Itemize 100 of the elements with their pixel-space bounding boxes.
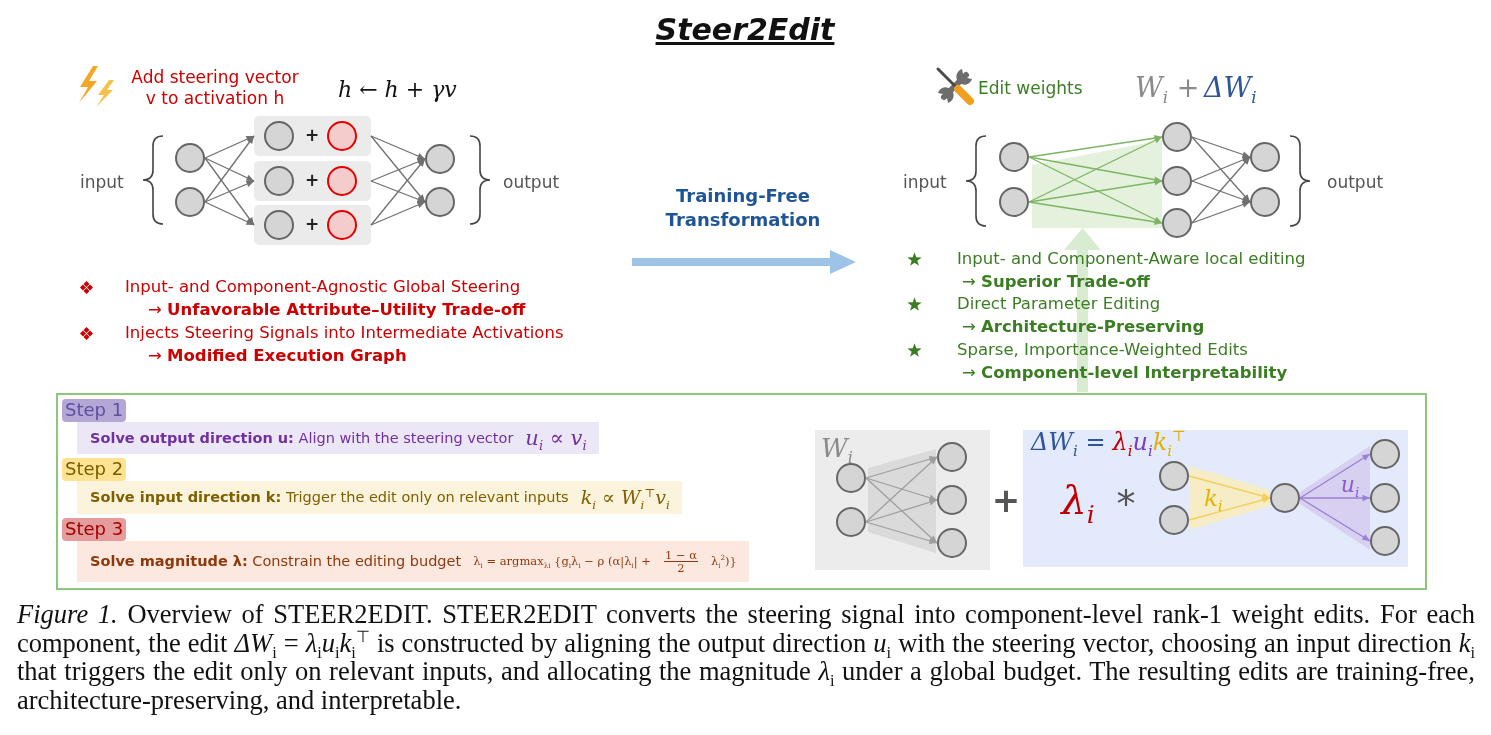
step-label: Step 3 [65,519,124,540]
formula: k$_{i}$ ∝ W$_{i}$$^{⊤}$v$_{i}$ [580,486,670,509]
neuron-circle [836,463,866,493]
math-symbol: k$_{i}$ [1204,486,1223,510]
neuron-circle [264,210,294,240]
neuron-circle [1250,142,1280,172]
neuron-circle [836,507,866,537]
neuron-circle [1162,122,1192,152]
arrow [1299,453,1371,499]
neuron-circle [327,166,357,196]
bullet-text: Input- and Component-Agnostic Global Steering [125,277,521,297]
step-description: Solve magnitude λ: Constrain the editing budget [90,553,462,570]
arrow [1028,156,1163,183]
formula: λ$_{i}$$^{2}$)} [710,554,737,569]
formula: h ← h + γv [338,76,457,104]
plus-sign: + [991,483,1021,517]
arrow-caption: Training-Free Transformation [664,184,822,232]
arrow [204,157,255,226]
arrow [1188,496,1271,521]
arrow [1299,494,1371,502]
arrow [370,158,426,226]
arrow [204,135,255,159]
plus-sign: + [304,171,320,191]
arrow [865,477,938,544]
formula: 2 [676,562,686,575]
arrow [204,157,255,182]
formula-term: u$_{i}$ [1132,429,1153,457]
neuron-circle [175,187,205,217]
neuron-circle [327,210,357,240]
neuron-circle [1159,461,1189,491]
neuron-circle [1250,187,1280,217]
arrow [1191,156,1251,224]
neuron-circle [1370,483,1400,513]
layer-label: output [503,171,560,193]
formula-term: ΔW$_{i}$ = [1031,429,1106,457]
method-panel [56,393,1427,590]
step-label: Step 1 [65,400,124,421]
layer-label: input [903,171,947,193]
plus-sign: + [304,126,320,146]
arrow [1299,497,1371,542]
bullet-result: → Modified Execution Graph [148,346,407,366]
neuron-circle [999,187,1029,217]
diagram-title: Steer2Edit [655,12,835,48]
arrow [1028,178,1163,203]
arrow [1191,136,1251,158]
step-description: Solve output direction u: Align with the steering vector [90,429,514,447]
plus-sign: + [304,215,320,235]
neuron-circle [264,166,294,196]
neuron-circle [999,142,1029,172]
arrow [1028,136,1163,203]
arrow [865,521,938,544]
neuron-circle [1370,526,1400,556]
arrow [370,180,426,203]
arrow [204,201,255,226]
arrow [1191,136,1251,203]
neuron-circle [1370,439,1400,469]
neuron-circle [1159,505,1189,535]
arrow [204,180,255,203]
formula: λ$_{i}$ = argmax$_{λi}$ {g$_{i}$λ$_{i}$ − ρ (α|λ$_{i}$| + [473,554,651,569]
neuron-circle [425,144,455,174]
arrow [1028,201,1163,226]
neuron-circle [937,528,967,558]
formula: u$_{i}$ ∝ v$_{i}$ [525,425,587,451]
hidden-layer-panel [254,116,371,156]
hidden-layer-panel [254,161,371,201]
step-row [77,481,682,514]
formula-term: λ$_{i}$ [1112,429,1133,457]
layer-label: input [80,171,124,193]
formula: W$_{i}$ [821,435,853,461]
arrow [865,456,938,479]
neuron-circle [1162,208,1192,238]
math-symbol: u$_{i}$ [1340,474,1360,496]
annotation-text: Edit weights [978,77,1083,99]
neuron-circle [264,121,294,151]
step-row [77,541,749,582]
neuron-circle [937,442,967,472]
arrow [1191,201,1251,224]
arrow [370,201,426,226]
formula: W$_{i}$ + [1135,71,1200,105]
step-row [77,422,599,454]
arrow [1028,156,1163,224]
arrow [1191,180,1251,203]
arrow [865,499,938,523]
neuron-circle [175,143,205,173]
arrow [865,477,938,501]
arrow [370,135,426,160]
arrow [370,135,426,203]
bullet-text: Input- and Component-Aware local editing [957,249,1306,269]
hidden-layer-panel [254,205,371,245]
step-label: Step 2 [65,459,124,480]
arrow [204,135,255,203]
neuron-circle [1270,483,1300,513]
arrow [1028,134,1163,158]
figure-caption: Figure 1. Overview of STEER2EDIT. STEER2EDIT converts the steering signal into component-level rank-1 weight edits. For each component, the edit ΔW$_{i}$ = λ$_{i}$u$_{i}$k$_{i}$$^{⊤}$ is constructed by aligning the output direction u$_{i}$ with the steering vector, choosing an input direction k$_{i}$ that triggers the edit only on relevant inputs, and allocating the magnitude λ$_{i}$ under a global budget. The resulting edits are training-free, architecture-preserving, and interpretable. [17,600,1475,715]
neuron-circle [425,187,455,217]
bullet-text: Direct Parameter Editing [957,294,1161,314]
step-description: Solve input direction k: Trigger the edit only on relevant inputs [90,489,569,506]
bullet-text: Injects Steering Signals into Intermediate Activations [125,323,564,343]
neuron-circle [937,485,967,515]
bullet-result: → Component-level Interpretability [962,363,1288,383]
